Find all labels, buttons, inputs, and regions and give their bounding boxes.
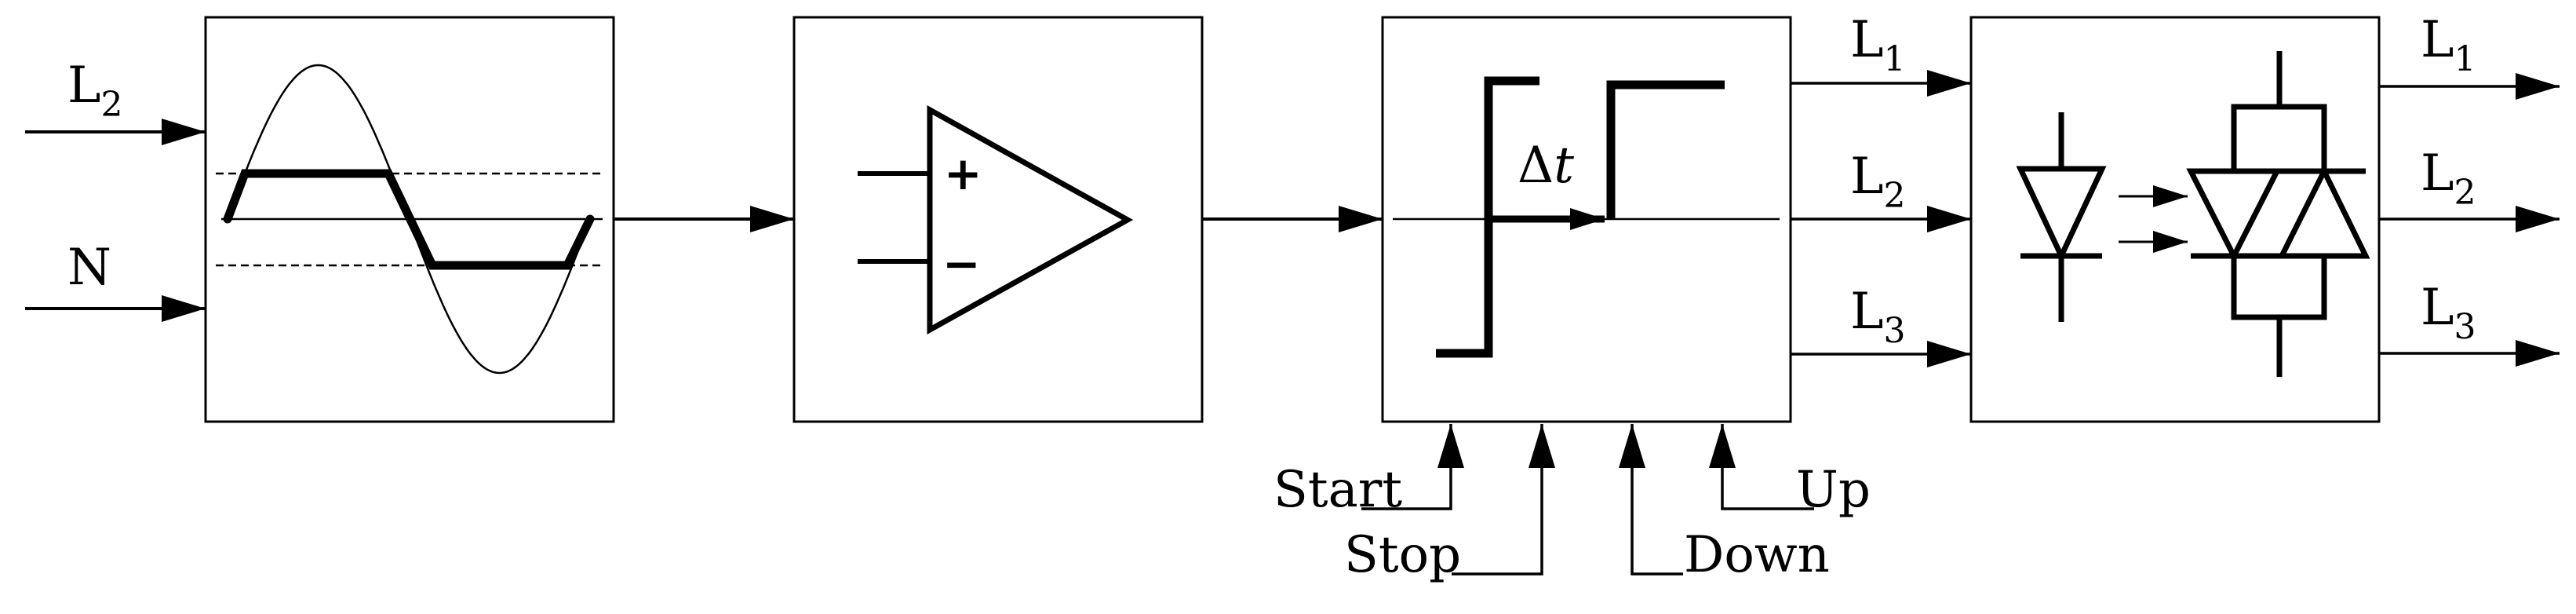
- out-l1-label: L1: [2421, 11, 2476, 79]
- op-amp-triangle: [927, 105, 1134, 334]
- triac-icon: [2186, 51, 2370, 377]
- out-l3-label: L3: [2421, 279, 2476, 347]
- op-amp-minus-sign: −: [942, 237, 981, 291]
- n-input-label: N: [67, 239, 111, 297]
- l2-input-label: L2: [67, 57, 123, 125]
- single-thyristor-triangle: [2016, 166, 2107, 263]
- down-label: Down: [1684, 526, 1830, 584]
- triac-left-triangle-down: [2186, 168, 2282, 262]
- power-switch-block: [1969, 16, 2381, 423]
- output-phases: L1 L2 L3: [2379, 11, 2560, 367]
- start-control-line: [1361, 424, 1464, 510]
- stop-control-line: [1452, 424, 1555, 576]
- up-label: Up: [1796, 461, 1871, 519]
- stop-label: Stop: [1344, 526, 1461, 584]
- comparator-block-frame: [792, 16, 1204, 423]
- start-label: Start: [1273, 461, 1402, 519]
- input-section: L2 N: [25, 57, 206, 322]
- triac-right-triangle-up: [2277, 165, 2370, 259]
- step-signal-second: [1606, 80, 1725, 219]
- down-control-line: [1619, 424, 1683, 576]
- mid-l3-label: L3: [1850, 283, 1906, 351]
- trapezoid-wave: [223, 169, 595, 270]
- mid-l1-label: L1: [1850, 11, 1906, 79]
- triac-frame-top: [2231, 104, 2327, 171]
- out-l2-label: L2: [2421, 144, 2476, 213]
- mid-l2-label: L2: [1850, 148, 1906, 216]
- delta-t-label: Δt: [1518, 137, 1574, 195]
- power-switch-block-frame: [1969, 16, 2381, 423]
- up-control-line: [1709, 424, 1814, 510]
- waveform-block: [204, 16, 615, 423]
- delay-block: Δt: [1381, 16, 1792, 423]
- control-inputs: Start Stop Down Up: [1273, 424, 1871, 584]
- single-thyristor-icon: [2016, 112, 2107, 322]
- triac-frame-bottom: [2231, 256, 2327, 320]
- mid-phase-links: L1 L2 L3: [1791, 11, 1971, 367]
- comparator-block: + −: [792, 16, 1204, 423]
- op-amp-plus-sign: +: [944, 147, 982, 200]
